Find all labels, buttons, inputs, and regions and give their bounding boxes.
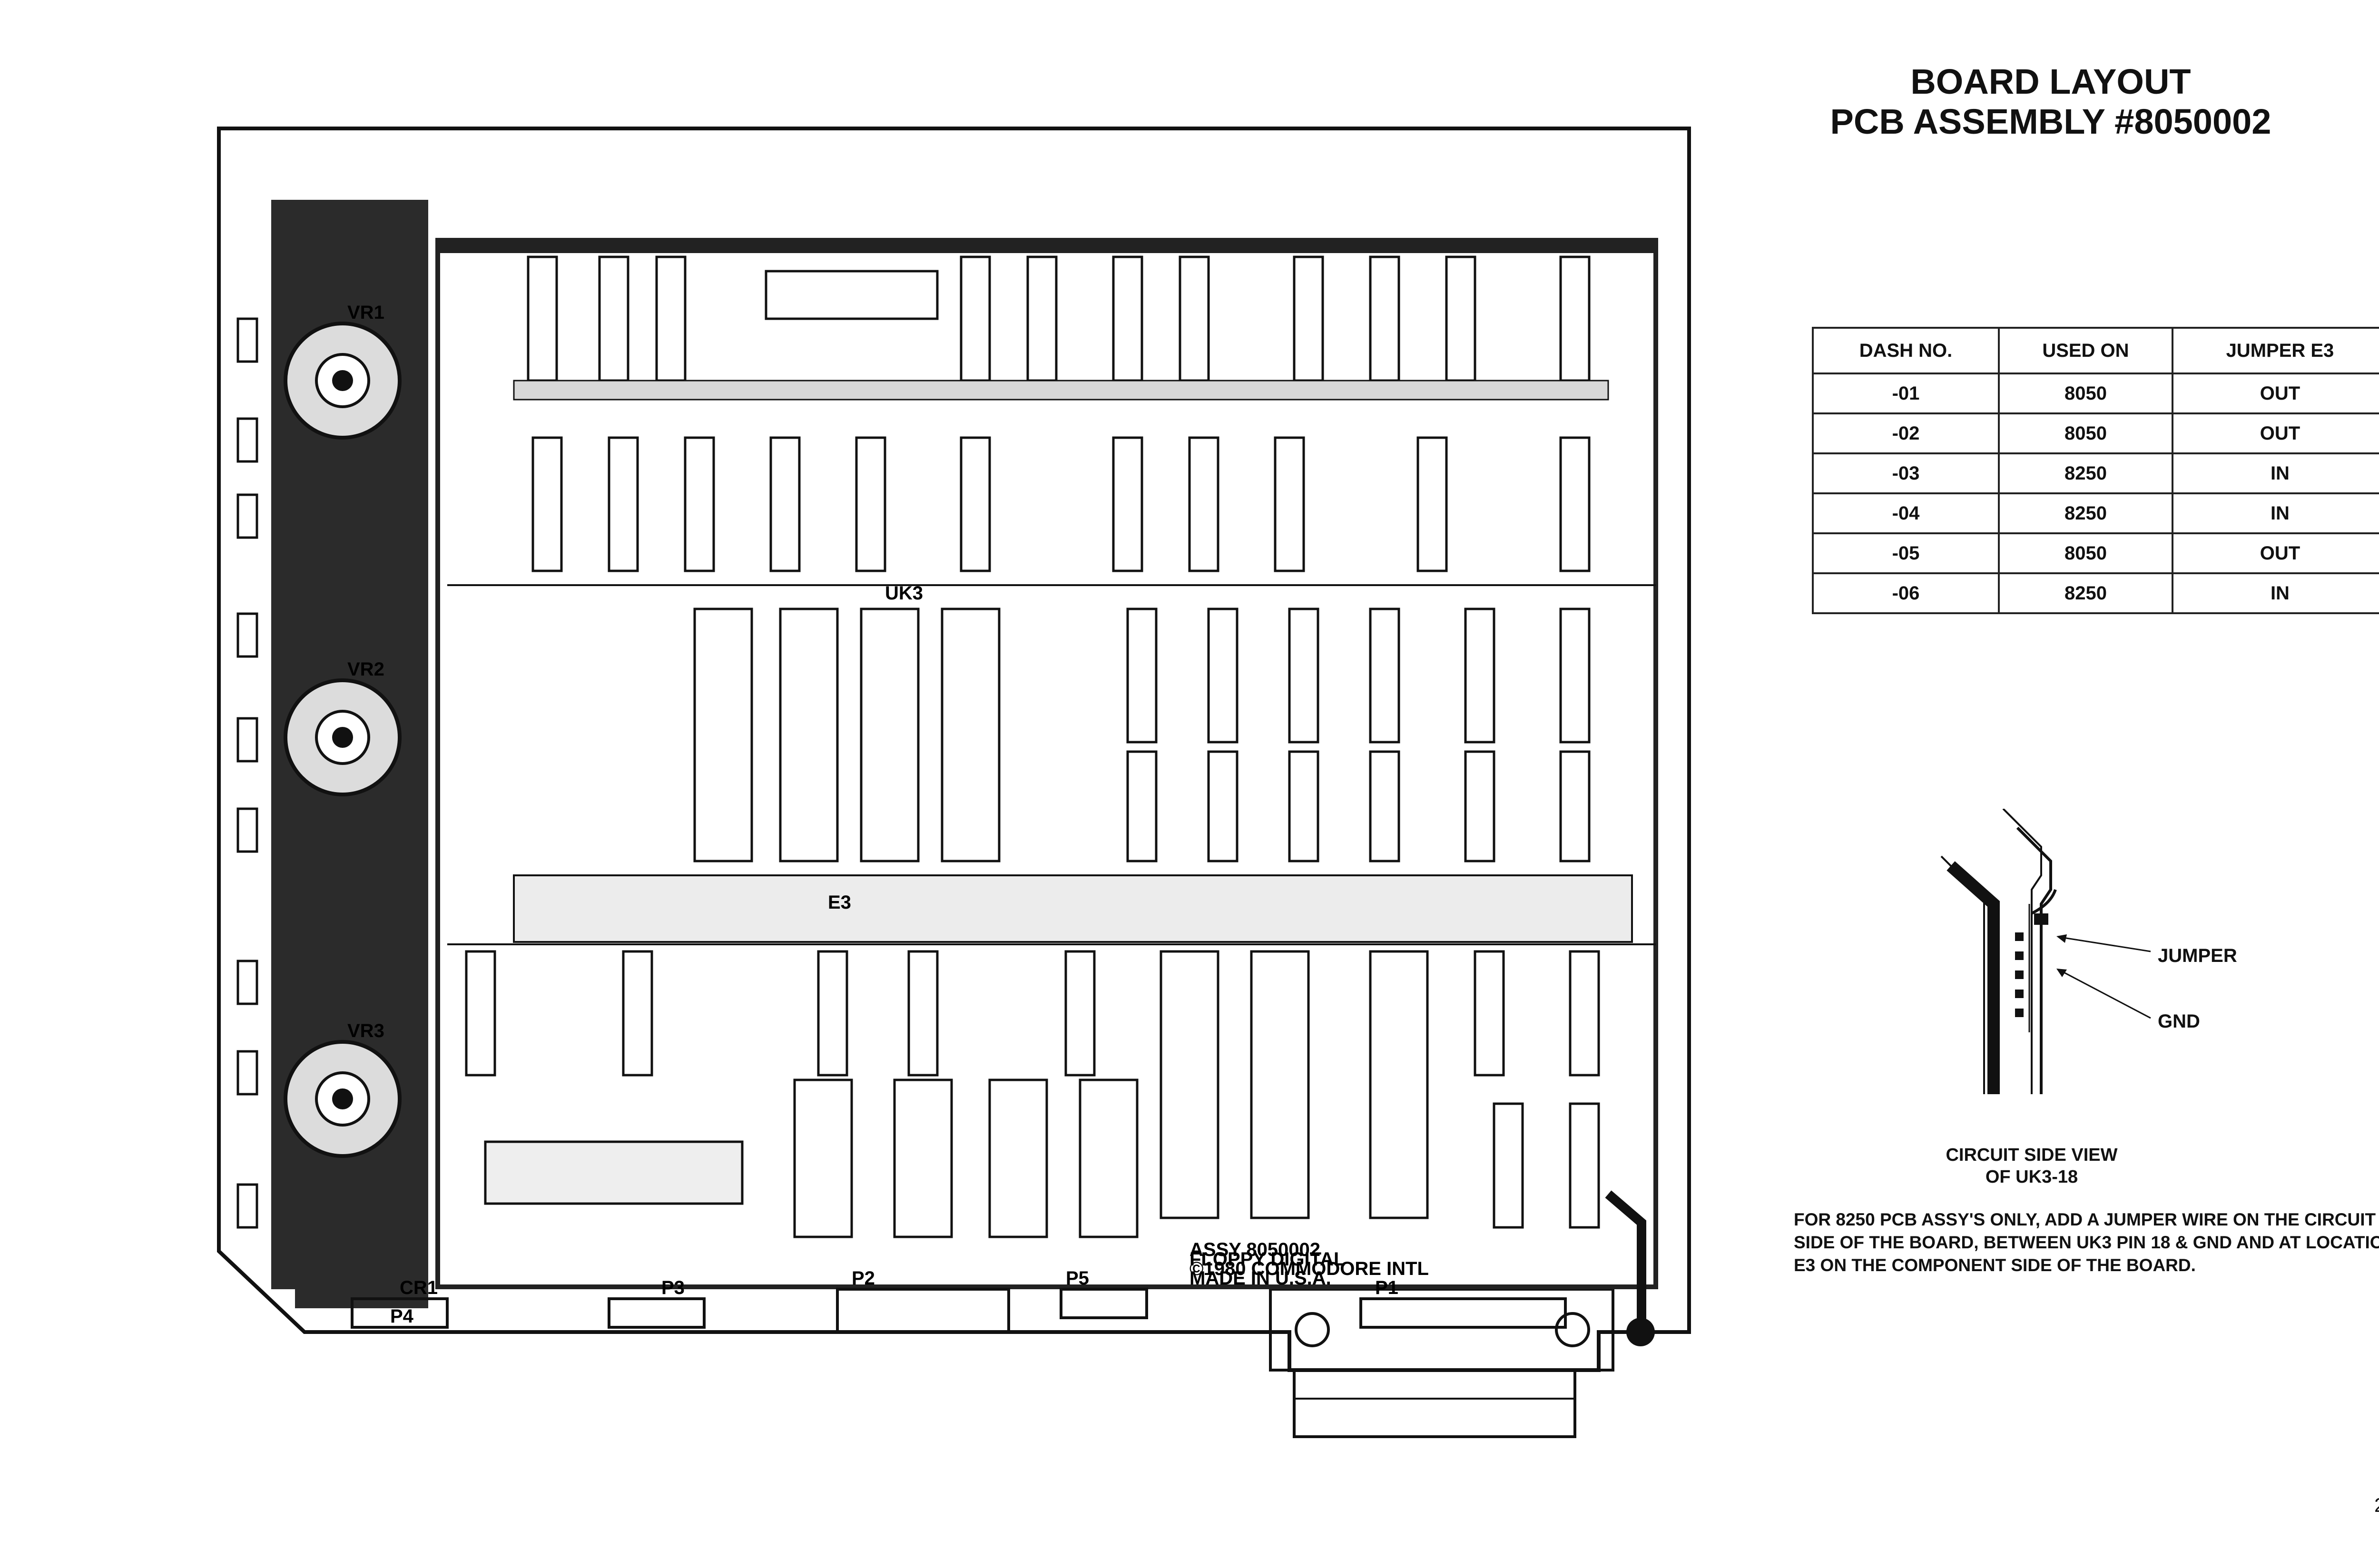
label-vr3: VR3 bbox=[347, 1020, 384, 1041]
page-number: 23 bbox=[2374, 1494, 2379, 1517]
p5-connector bbox=[1060, 1288, 1148, 1319]
table-row: -01 8050 OUT bbox=[1812, 372, 2379, 414]
uk3-pin-trace bbox=[2016, 826, 2052, 1094]
label-vr1: VR1 bbox=[347, 302, 384, 323]
circuit-side-view-drawing bbox=[1940, 809, 2151, 1094]
ground-pad bbox=[1626, 1318, 1655, 1346]
cell-dash: -06 bbox=[1812, 572, 2000, 614]
cell-dash: -04 bbox=[1812, 492, 2000, 534]
cell-used-on: 8050 bbox=[1998, 372, 2173, 414]
cell-jumper: OUT bbox=[2171, 372, 2379, 414]
cell-used-on: 8250 bbox=[1998, 452, 2173, 494]
ic-row-3 bbox=[693, 608, 1591, 862]
label-e3: E3 bbox=[828, 892, 851, 913]
assembly-note: FOR 8250 PCB ASSY'S ONLY, ADD A JUMPER W… bbox=[1794, 1210, 2379, 1275]
label-cr1: CR1 bbox=[400, 1277, 438, 1298]
page-title: BOARD LAYOUT PCB ASSEMBLY #8050002 bbox=[1713, 62, 2379, 142]
table-row: -04 8250 IN bbox=[1812, 492, 2379, 534]
cell-jumper: IN bbox=[2171, 572, 2379, 614]
table-header-row: DASH NO. USED ON JUMPER E3 bbox=[1812, 327, 2379, 374]
caption-line-1: CIRCUIT SIDE VIEW bbox=[1946, 1145, 2118, 1165]
regulator-vr3 bbox=[284, 1040, 402, 1158]
header-jumper-e3: JUMPER E3 bbox=[2171, 327, 2379, 374]
regulator-vr1 bbox=[284, 322, 402, 440]
label-p2: P2 bbox=[852, 1268, 875, 1289]
table-row: -02 8050 OUT bbox=[1812, 412, 2379, 454]
ic-row-5 bbox=[465, 950, 1600, 1219]
silkscreen-line-3: ©1980 COMMODORE INTL bbox=[1190, 1258, 1429, 1279]
uk3-pad bbox=[2034, 913, 2048, 925]
table-row: -05 8050 OUT bbox=[1812, 532, 2379, 574]
p1-mount-hole-left bbox=[1295, 1312, 1330, 1347]
label-p4: P4 bbox=[390, 1306, 414, 1327]
cell-dash: -05 bbox=[1812, 532, 2000, 574]
jumper-table: DASH NO. USED ON JUMPER E3 -01 8050 OUT … bbox=[1812, 327, 2379, 614]
cell-used-on: 8050 bbox=[1998, 412, 2173, 454]
p4-connector bbox=[351, 1297, 449, 1329]
title-line-2: PCB ASSEMBLY #8050002 bbox=[1830, 102, 2271, 141]
ic-row-2 bbox=[531, 436, 1591, 572]
label-p1: P1 bbox=[1375, 1277, 1398, 1298]
label-vr2: VR2 bbox=[347, 659, 384, 680]
p2-connector bbox=[836, 1288, 1010, 1333]
p3-connector bbox=[608, 1297, 706, 1329]
cell-jumper: IN bbox=[2171, 492, 2379, 534]
gnd-label: GND bbox=[2158, 1011, 2200, 1032]
cell-jumper: OUT bbox=[2171, 412, 2379, 454]
cell-dash: -03 bbox=[1812, 452, 2000, 494]
silkscreen-line-4: MADE IN U.S.A. bbox=[1190, 1268, 1331, 1289]
ic-row-6 bbox=[484, 1078, 1600, 1238]
label-p3: P3 bbox=[661, 1277, 685, 1298]
cell-used-on: 8250 bbox=[1998, 572, 2173, 614]
caption-line-2: OF UK3-18 bbox=[1985, 1167, 2078, 1187]
silkscreen-line-2: FLOPPY DIGITAL bbox=[1190, 1249, 1345, 1270]
gnd-pointer bbox=[2060, 970, 2151, 1019]
p1-pin-header bbox=[1359, 1297, 1567, 1329]
side-view-caption: CIRCUIT SIDE VIEW OF UK3-18 bbox=[1932, 1144, 2132, 1188]
table-row: -06 8250 IN bbox=[1812, 572, 2379, 614]
cell-used-on: 8050 bbox=[1998, 532, 2173, 574]
silkscreen-line-1: ASSY 8050002 bbox=[1190, 1239, 1320, 1260]
ic-row-1 bbox=[527, 255, 1591, 382]
jumper-pointer bbox=[2060, 936, 2151, 952]
cell-dash: -01 bbox=[1812, 372, 2000, 414]
jumper-label: JUMPER bbox=[2158, 945, 2237, 966]
pcb-board-drawing: VR1 VR2 VR3 E3 UK3 CR1 P2 P3 P4 P5 P1 AS… bbox=[217, 127, 1691, 1438]
label-uk3: UK3 bbox=[885, 583, 923, 604]
ic-row-4 bbox=[1126, 750, 1591, 862]
title-line-1: BOARD LAYOUT bbox=[1910, 62, 2191, 101]
regulator-vr2 bbox=[284, 678, 402, 796]
table-row: -03 8250 IN bbox=[1812, 452, 2379, 494]
cell-jumper: OUT bbox=[2171, 532, 2379, 574]
cell-dash: -02 bbox=[1812, 412, 2000, 454]
gnd-trace-thick bbox=[1946, 861, 2000, 1094]
jumper-wire bbox=[2031, 889, 2057, 915]
header-dash-no: DASH NO. bbox=[1812, 327, 2000, 374]
p1-connector-body bbox=[1293, 1370, 1576, 1438]
label-p5: P5 bbox=[1066, 1268, 1089, 1289]
p1-mount-hole-right bbox=[1555, 1312, 1590, 1347]
cell-jumper: IN bbox=[2171, 452, 2379, 494]
cell-used-on: 8250 bbox=[1998, 492, 2173, 534]
header-used-on: USED ON bbox=[1998, 327, 2173, 374]
p1-connector-shell bbox=[1269, 1288, 1614, 1372]
